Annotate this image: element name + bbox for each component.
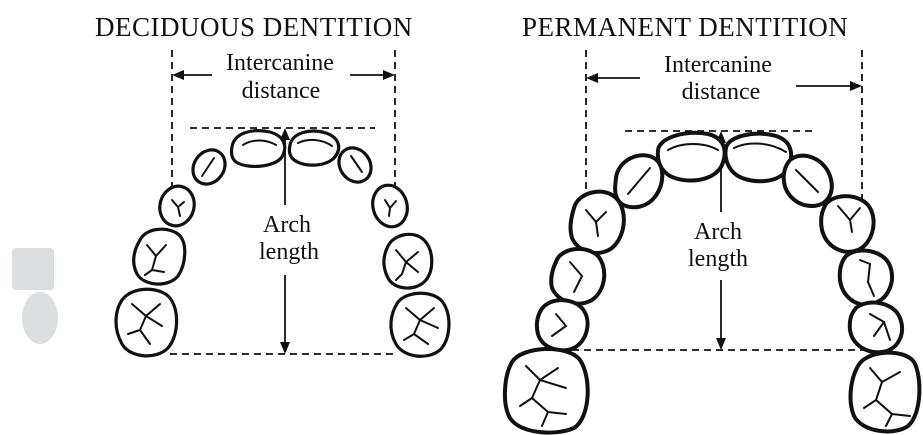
intercanine-label: Intercanine	[226, 50, 334, 76]
tooth-first-premolar-right	[837, 248, 894, 307]
tooth-central-incisor-left	[655, 130, 727, 183]
arch-length-label-2: length	[259, 239, 319, 265]
tooth-canine-right	[819, 194, 876, 254]
arrowhead-top	[280, 128, 290, 140]
background-artifact	[12, 248, 58, 344]
arch-length-label-2: length	[688, 246, 748, 272]
arrowhead-bottom	[716, 338, 726, 350]
arrowhead-right	[850, 81, 862, 91]
tooth-central-incisor-right	[723, 131, 794, 184]
intercanine-label-2: distance	[682, 79, 761, 105]
arrowhead-left	[172, 70, 184, 80]
tooth-first-molar-right	[848, 350, 922, 434]
panel-title: DECIDUOUS DENTITION	[95, 12, 413, 42]
tooth-lateral-incisor-right	[337, 146, 373, 184]
tooth-second-molar-right	[389, 291, 451, 358]
tooth-second-premolar-right	[847, 300, 904, 355]
permanent-teeth	[503, 130, 922, 435]
intercanine-label-2: distance	[242, 78, 321, 104]
tooth-central-incisor-right	[287, 129, 341, 167]
deciduous-teeth	[114, 129, 451, 358]
arrowhead-right	[383, 70, 395, 80]
tooth-first-premolar-left	[549, 246, 607, 306]
permanent-panel: PERMANENT DENTITION Intercanine distance…	[503, 12, 922, 435]
tooth-second-molar-left	[114, 287, 179, 358]
tooth-second-premolar-left	[534, 298, 590, 353]
tooth-canine-right	[371, 183, 409, 229]
tooth-canine-left	[568, 189, 626, 255]
arch-length-label: Arch	[694, 219, 742, 245]
arch-length-label: Arch	[263, 212, 311, 238]
arrowhead-left	[586, 73, 598, 83]
intercanine-label: Intercanine	[664, 52, 772, 78]
panel-title: PERMANENT DENTITION	[522, 12, 848, 42]
arrowhead-bottom	[280, 342, 290, 354]
deciduous-panel: DECIDUOUS DENTITION Intercanine distance…	[95, 12, 451, 358]
tooth-central-incisor-left	[229, 129, 287, 168]
tooth-first-molar-left	[132, 227, 187, 286]
tooth-first-molar-left	[503, 347, 590, 435]
